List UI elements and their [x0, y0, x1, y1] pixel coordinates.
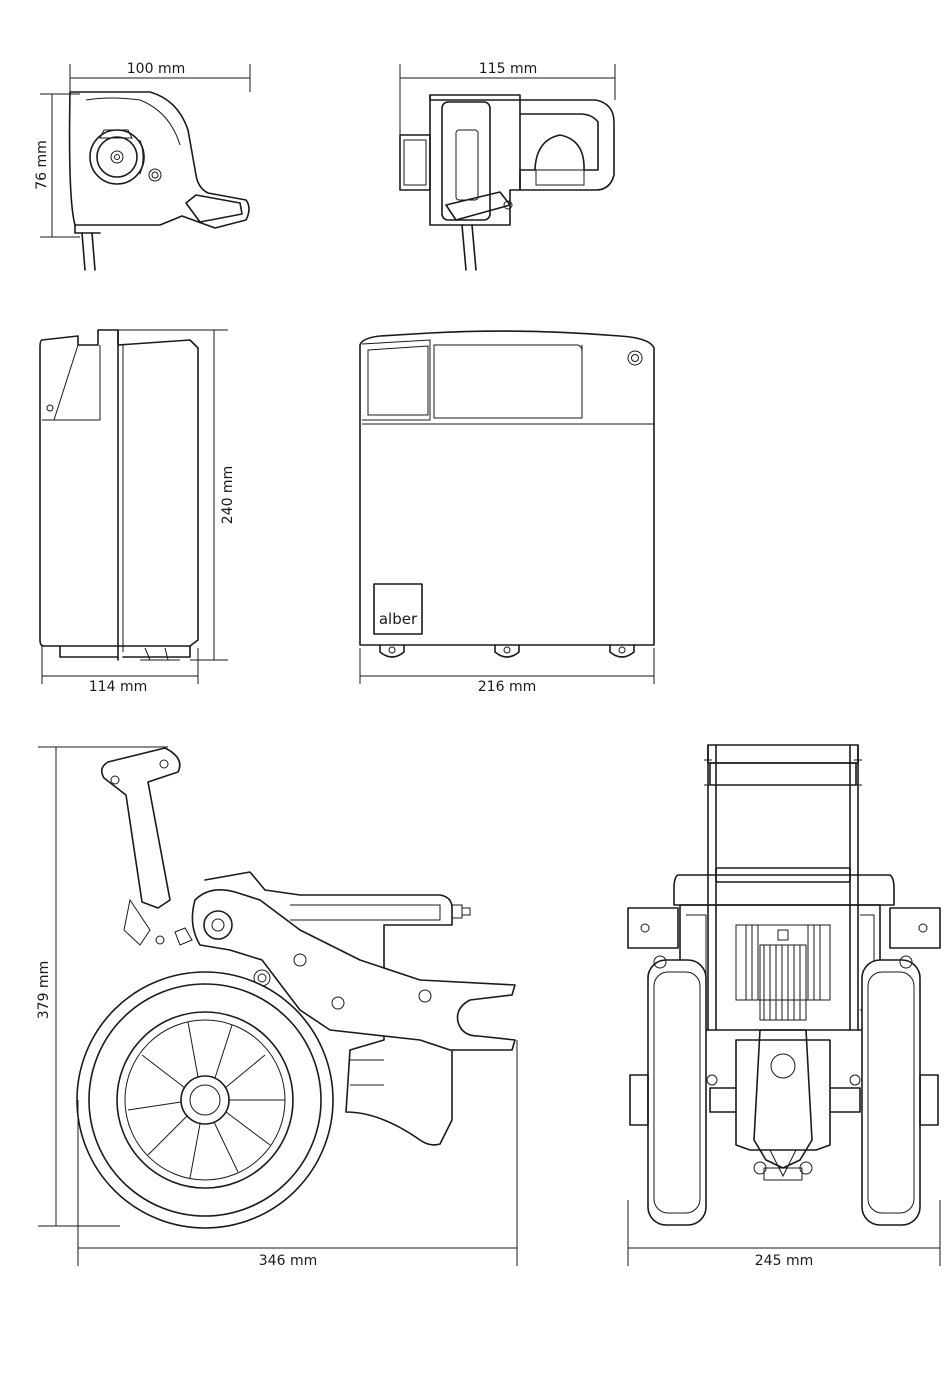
- dim-label-245mm: 245 mm: [755, 1253, 813, 1269]
- motor-fins: [746, 925, 820, 1020]
- alber-logo-text: alber: [379, 610, 418, 628]
- dim-label-100mm: 100 mm: [127, 61, 185, 77]
- control-unit-side-view: [70, 92, 249, 270]
- dim-top-right-width: 115 mm: [400, 61, 615, 135]
- dim-label-379mm: 379 mm: [36, 961, 52, 1019]
- dim-label-115mm: 115 mm: [479, 61, 537, 77]
- dim-label-216mm: 216 mm: [478, 679, 536, 695]
- dim-label-240mm: 240 mm: [220, 466, 236, 524]
- dim-label-114mm: 114 mm: [89, 679, 147, 695]
- dim-mid-left-height: 240 mm: [118, 330, 236, 660]
- drive-unit-front-view: [628, 745, 940, 1225]
- dim-mid-right-width: 216 mm: [360, 648, 654, 695]
- battery-side-view: [40, 330, 198, 660]
- drive-unit-side-view: [77, 748, 515, 1228]
- dim-top-left-width: 100 mm: [70, 61, 250, 92]
- dim-label-76mm: 76 mm: [34, 140, 50, 190]
- dim-mid-left-width: 114 mm: [42, 646, 198, 695]
- control-unit-rear-view: [400, 95, 614, 270]
- battery-front-view: alber: [360, 331, 654, 657]
- dim-label-346mm: 346 mm: [259, 1253, 317, 1269]
